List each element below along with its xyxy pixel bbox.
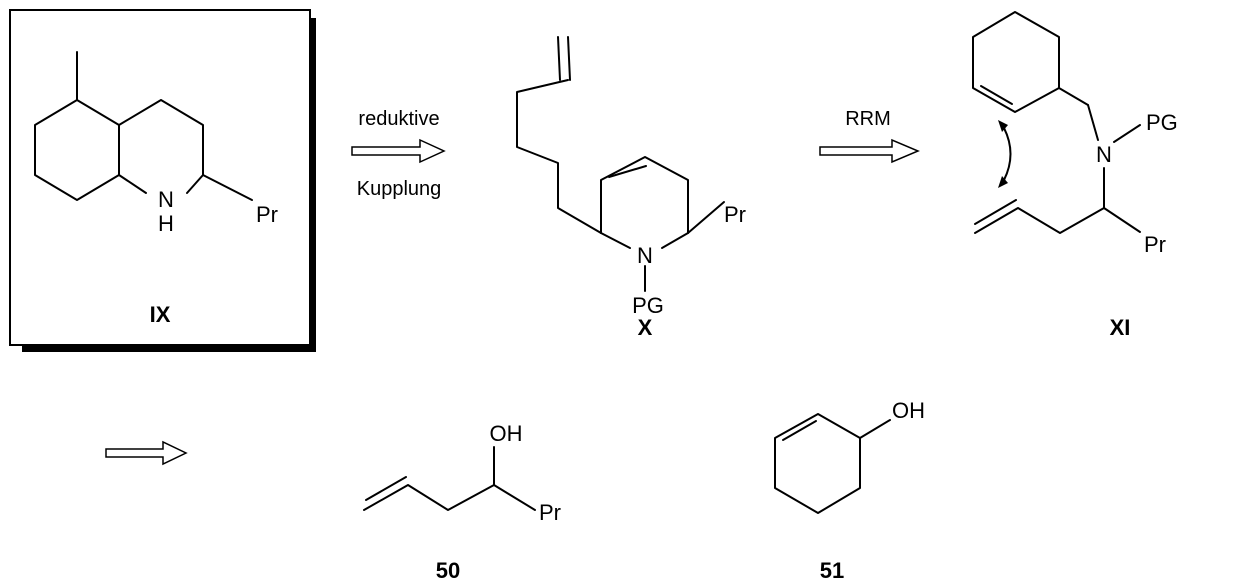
- retro-arrow: [105, 440, 188, 466]
- butenyl-chain: [516, 79, 602, 234]
- alkene-bond-1: [557, 36, 561, 81]
- compound-XI: N PG Pr XI: [972, 11, 1178, 340]
- atom-pg: PG: [632, 293, 664, 318]
- atom-oh: OH: [490, 421, 523, 446]
- atom-n: N: [158, 187, 174, 212]
- atom-pr: Pr: [724, 202, 746, 227]
- compound-label: XI: [1110, 315, 1131, 340]
- ring-double-bond: [608, 165, 647, 178]
- atom-h: H: [158, 211, 174, 236]
- arrow-label-above: RRM: [845, 108, 891, 130]
- c2-n-bond: [186, 174, 204, 194]
- carbon-chain: [363, 484, 536, 511]
- compound-IX: N H Pr IX: [9, 9, 316, 352]
- allyl-chain: [974, 167, 1105, 234]
- ring-top: [600, 156, 689, 234]
- compound-51: OH 51: [774, 398, 925, 583]
- c-oh-bond: [859, 419, 891, 439]
- atom-pr: Pr: [256, 202, 278, 227]
- arrowhead-bottom: [998, 176, 1008, 188]
- atom-oh: OH: [892, 398, 925, 423]
- arrow-label-below: Kupplung: [357, 178, 442, 200]
- compound-50: OH Pr 50: [363, 421, 561, 583]
- compound-label: 51: [820, 558, 844, 583]
- c6-n-bond: [600, 232, 631, 249]
- piperidine-ring-top: [118, 99, 204, 176]
- n-link-bond: [1087, 104, 1099, 141]
- atom-pr: Pr: [539, 500, 561, 525]
- c2-n-bond: [661, 232, 689, 249]
- atom-pr: Pr: [1144, 232, 1166, 257]
- compound-label: X: [638, 315, 653, 340]
- compound-box: [9, 9, 311, 346]
- chain-double-bond: [974, 199, 1017, 225]
- retro-arrow: [819, 138, 920, 164]
- rcm-curved-arrow: [1003, 127, 1012, 181]
- cyclohexene-ring: [774, 413, 861, 514]
- compound-label: 50: [436, 558, 460, 583]
- retro-arrow-reduktive-kupplung: reduktive Kupplung: [351, 108, 446, 200]
- retro-arrow-rrm: RRM: [819, 108, 920, 164]
- compound-label: IX: [150, 302, 171, 327]
- propyl-bond: [1103, 207, 1141, 233]
- atom-n: N: [1096, 142, 1112, 167]
- arrowhead-top: [998, 120, 1008, 132]
- propyl-bond: [687, 201, 725, 234]
- propyl-bond: [202, 174, 253, 201]
- alkene-double-bond: [365, 476, 407, 501]
- n-pg-bond: [1113, 124, 1141, 143]
- cyclohexene-ring: [972, 11, 1060, 113]
- ring-double-bond: [782, 420, 817, 441]
- ring-double-bond: [980, 85, 1013, 105]
- compound-X: N Pr PG X: [516, 36, 746, 340]
- retro-arrow: [351, 138, 446, 164]
- atom-pg: PG: [1146, 110, 1178, 135]
- retro-arrow-row2: [105, 440, 188, 466]
- arrow-label-above: reduktive: [358, 108, 439, 130]
- atom-n: N: [637, 243, 653, 268]
- alkene-bond-2: [567, 36, 571, 81]
- ring-n-bond: [1058, 87, 1089, 106]
- n-c8a-bond: [118, 174, 147, 194]
